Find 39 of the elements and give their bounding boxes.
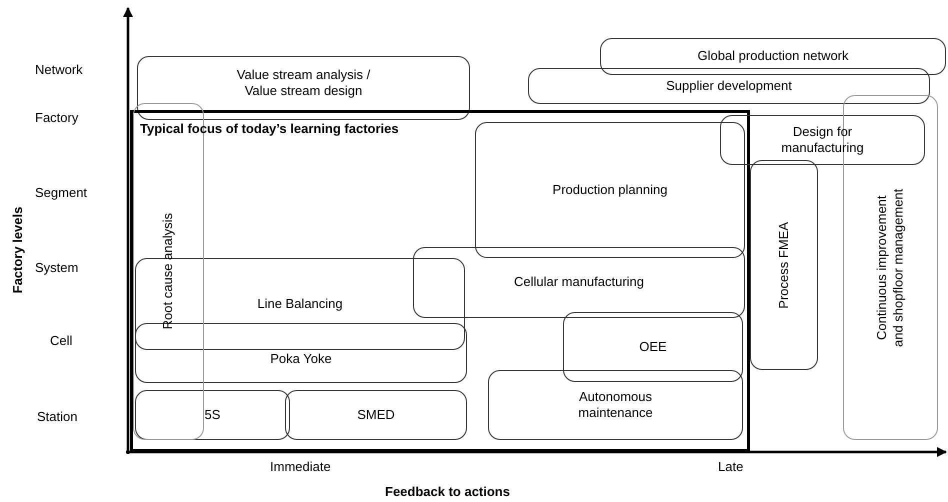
axis-level-label: Network <box>35 62 83 77</box>
rounded-box <box>488 370 743 440</box>
axis-level-label: Factory <box>35 110 78 125</box>
box-label: Line Balancing <box>257 296 343 312</box>
box-label: Global production network <box>697 48 849 65</box>
rounded-box <box>475 122 745 258</box>
rounded-box <box>528 68 930 104</box>
axis-level-label: System <box>35 260 78 275</box>
box-label: Design for manufacturing <box>780 124 865 156</box>
axis-title: Factory levels <box>10 206 25 294</box>
box-label: Root cause analysis <box>160 213 176 330</box>
box-label: Process FMEA <box>776 222 792 308</box>
axis-title: Feedback to actions <box>385 484 510 499</box>
box-label: Supplier development <box>666 78 792 94</box>
axis-tick-label: Immediate <box>270 459 331 474</box>
axis-level-label: Station <box>37 409 78 424</box>
rounded-box <box>135 390 290 440</box>
rounded-box <box>137 56 470 120</box>
frame-heading: Typical focus of today’s learning factories <box>140 121 399 136</box>
box-label: OEE <box>639 338 667 356</box>
box-label: Cellular manufacturing <box>514 274 644 291</box>
box-label: Autonomous maintenance <box>577 388 654 422</box>
box-label: SMED <box>357 406 395 424</box>
rounded-box <box>285 390 467 440</box>
axis-tick-label: Late <box>718 459 744 474</box>
focus-frame <box>130 110 750 452</box>
rounded-box <box>413 247 745 318</box>
box-label: Value stream analysis / Value stream design <box>236 67 372 100</box>
rounded-box <box>720 115 925 165</box>
rounded-box <box>600 38 946 75</box>
rounded-box <box>750 160 818 370</box>
box-label: Poka Yoke <box>270 350 332 368</box>
axis-level-label: Cell <box>50 333 72 348</box>
rounded-box <box>563 312 743 382</box>
box-label: 5S <box>204 406 220 424</box>
box-label: Continuous improvement and shopfloor management <box>874 188 906 348</box>
box-label: Production planning <box>552 182 668 198</box>
axis-level-label: Segment <box>35 185 88 200</box>
rounded-box <box>135 258 465 350</box>
